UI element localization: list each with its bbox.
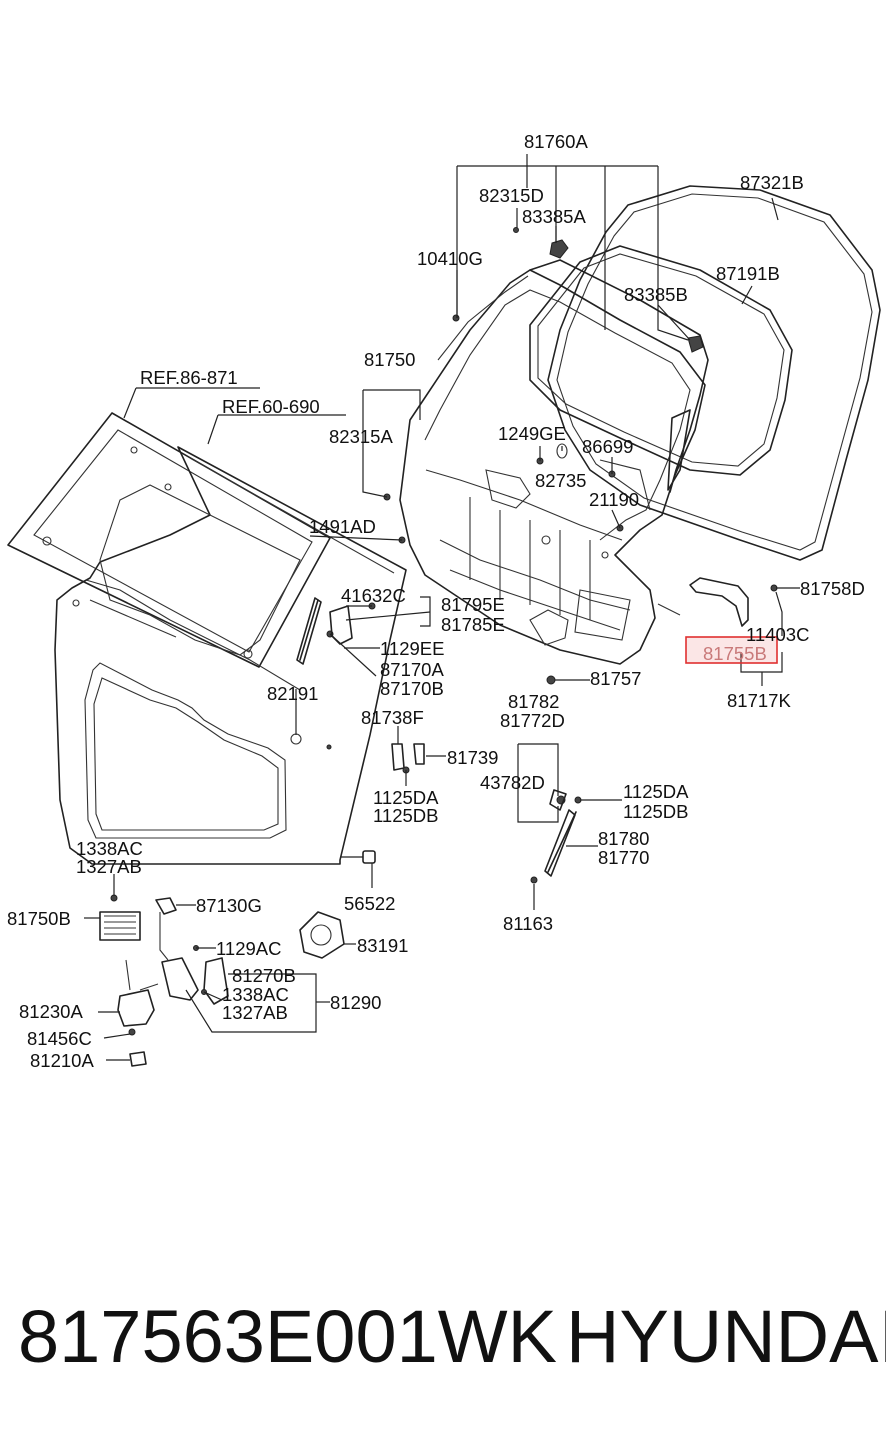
label-1338AC-lower[interactable]: 1338AC — [222, 984, 289, 1005]
label-87170B[interactable]: 87170B — [380, 678, 444, 699]
label-81750[interactable]: 81750 — [364, 349, 415, 370]
leader-lines — [84, 154, 800, 1061]
label-82735[interactable]: 82735 — [535, 470, 586, 491]
label-21190[interactable]: 21190 — [589, 489, 639, 510]
label-81163[interactable]: 81163 — [503, 913, 553, 934]
label-87321B[interactable]: 87321B — [740, 172, 804, 193]
grab-handle — [689, 577, 749, 627]
lock-81290 — [161, 957, 199, 1001]
latch-81230A — [117, 989, 155, 1027]
rear-glass-inner — [33, 429, 313, 653]
tailgate-hinge — [329, 605, 353, 645]
label-81717K[interactable]: 81717K — [727, 690, 791, 711]
label-81738F[interactable]: 81738F — [361, 707, 424, 728]
label-11403C[interactable]: 11403C — [746, 624, 809, 645]
label-81770[interactable]: 81770 — [598, 847, 649, 868]
label-81230A[interactable]: 81230A — [19, 1001, 83, 1022]
label-81795E[interactable]: 81795E — [441, 594, 505, 615]
label-81782[interactable]: 81782 — [508, 691, 559, 712]
outer-weatherstrip — [547, 185, 881, 561]
label-10410G[interactable]: 10410G — [417, 248, 483, 269]
label-83191[interactable]: 83191 — [357, 935, 408, 956]
part-labels: 81760A 82315D 83385A 10410G 87321B 87191… — [7, 131, 865, 1071]
footer-part-number: 817563E001WK — [18, 1295, 557, 1378]
label-1129EE[interactable]: 1129EE — [380, 638, 444, 659]
tailgate-window-opening — [84, 662, 287, 839]
label-83385B[interactable]: 83385B — [624, 284, 688, 305]
cap-83191 — [299, 911, 345, 959]
label-82315D[interactable]: 82315D — [479, 185, 544, 206]
label-87191B[interactable]: 87191B — [716, 263, 780, 284]
label-81210A[interactable]: 81210A — [30, 1050, 94, 1071]
tailgate-inner-lip — [189, 457, 395, 574]
hinge-cover-strip — [529, 259, 709, 493]
label-81290[interactable]: 81290 — [330, 992, 381, 1013]
label-43782D[interactable]: 43782D — [480, 772, 545, 793]
label-87170A[interactable]: 87170A — [380, 659, 444, 680]
gas-strut-left — [299, 599, 319, 661]
label-81785E[interactable]: 81785E — [441, 614, 505, 635]
part-drawings — [7, 185, 881, 1067]
label-81270B[interactable]: 81270B — [232, 965, 296, 986]
tailgate-panel — [54, 446, 407, 865]
label-1249GE[interactable]: 1249GE — [498, 423, 566, 444]
label-1129AC[interactable]: 1129AC — [216, 938, 281, 959]
label-81772D[interactable]: 81772D — [500, 710, 565, 731]
label-56522[interactable]: 56522 — [344, 893, 395, 914]
label-81456C[interactable]: 81456C — [27, 1028, 92, 1049]
label-1327AB-lower[interactable]: 1327AB — [222, 1002, 288, 1023]
gas-strut-right — [547, 811, 577, 873]
tailgate-upper-frame — [99, 484, 301, 656]
label-86699[interactable]: 86699 — [582, 436, 633, 457]
label-81760A[interactable]: 81760A — [524, 131, 588, 152]
label-1125DA-right[interactable]: 1125DA — [623, 781, 689, 802]
label-ref-60-690[interactable]: REF.60-690 — [222, 396, 320, 417]
label-81755B[interactable]: 81755B — [703, 643, 767, 664]
highlight-box — [685, 636, 778, 664]
label-81758D[interactable]: 81758D — [800, 578, 865, 599]
footer-brand: HYUNDAI — [566, 1295, 886, 1378]
lock-actuator — [99, 911, 141, 941]
label-82315A[interactable]: 82315A — [329, 426, 393, 447]
label-ref-86-871[interactable]: REF.86-871 — [140, 367, 238, 388]
rear-glass — [7, 412, 331, 668]
interior-trim-panel — [399, 269, 706, 665]
label-81757[interactable]: 81757 — [590, 668, 641, 689]
label-41632C[interactable]: 41632C — [341, 585, 406, 606]
label-1125DA-left[interactable]: 1125DA — [373, 787, 439, 808]
label-1491AD[interactable]: 1491AD — [309, 516, 376, 537]
label-81750B[interactable]: 81750B — [7, 908, 71, 929]
label-1327AB-upper[interactable]: 1327AB — [76, 856, 142, 877]
label-81780[interactable]: 81780 — [598, 828, 649, 849]
label-81739[interactable]: 81739 — [447, 747, 498, 768]
inner-weatherstrip — [529, 245, 793, 476]
label-83385A[interactable]: 83385A — [522, 206, 586, 227]
label-82191[interactable]: 82191 — [267, 683, 318, 704]
label-87130G[interactable]: 87130G — [196, 895, 262, 916]
label-1338AC-upper[interactable]: 1338AC — [76, 838, 143, 859]
label-1125DB-right[interactable]: 1125DB — [623, 801, 688, 822]
label-1125DB-left[interactable]: 1125DB — [373, 805, 438, 826]
